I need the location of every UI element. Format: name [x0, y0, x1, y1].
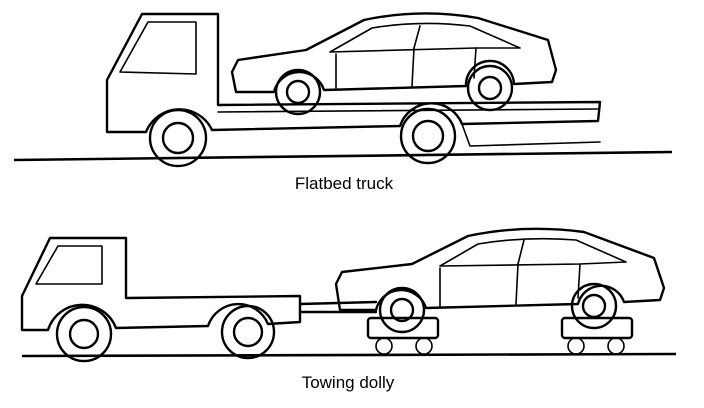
flatbed-truck-front-wheel [148, 108, 208, 168]
flatbed-deck [217, 108, 599, 113]
dolly-label: Towing dolly [302, 373, 395, 392]
dolly-car-windows [439, 237, 627, 267]
dolly-car-doors [439, 263, 581, 307]
flatbed-car-rear-wheel [466, 64, 514, 112]
dolly-car-front-wheel [378, 286, 426, 334]
dolly-rear-platform [560, 316, 634, 355]
dolly-car-body [334, 227, 666, 312]
dolly-car [334, 227, 666, 334]
dolly-front-platform [366, 316, 440, 355]
flatbed-chassis [461, 123, 601, 147]
dolly-truck-rear-wheel [220, 304, 276, 360]
flatbed-truck-window [119, 21, 197, 75]
flatbed-label: Flatbed truck [295, 174, 394, 193]
flatbed-truck-rear-wheel [399, 107, 457, 165]
flatbed-truck [105, 12, 602, 168]
dolly-truck [20, 236, 302, 363]
flatbed-car-doors [335, 47, 477, 89]
dolly-ground-line [21, 352, 677, 358]
flatbed-scene: Flatbed truck [13, 12, 673, 193]
flatbed-ground-line [13, 150, 673, 162]
flatbed-car-body [230, 12, 558, 94]
flatbed-car-front-wheel [274, 68, 322, 116]
dolly-truck-front-wheel [55, 305, 113, 363]
dolly-truck-window [35, 245, 103, 285]
flatbed-car [230, 12, 558, 116]
dolly-car-rear-wheel [570, 282, 618, 330]
flatbed-car-windows [329, 22, 521, 53]
dolly-scene: Towing dolly [20, 227, 677, 392]
dolly-truck-cab [20, 236, 302, 332]
